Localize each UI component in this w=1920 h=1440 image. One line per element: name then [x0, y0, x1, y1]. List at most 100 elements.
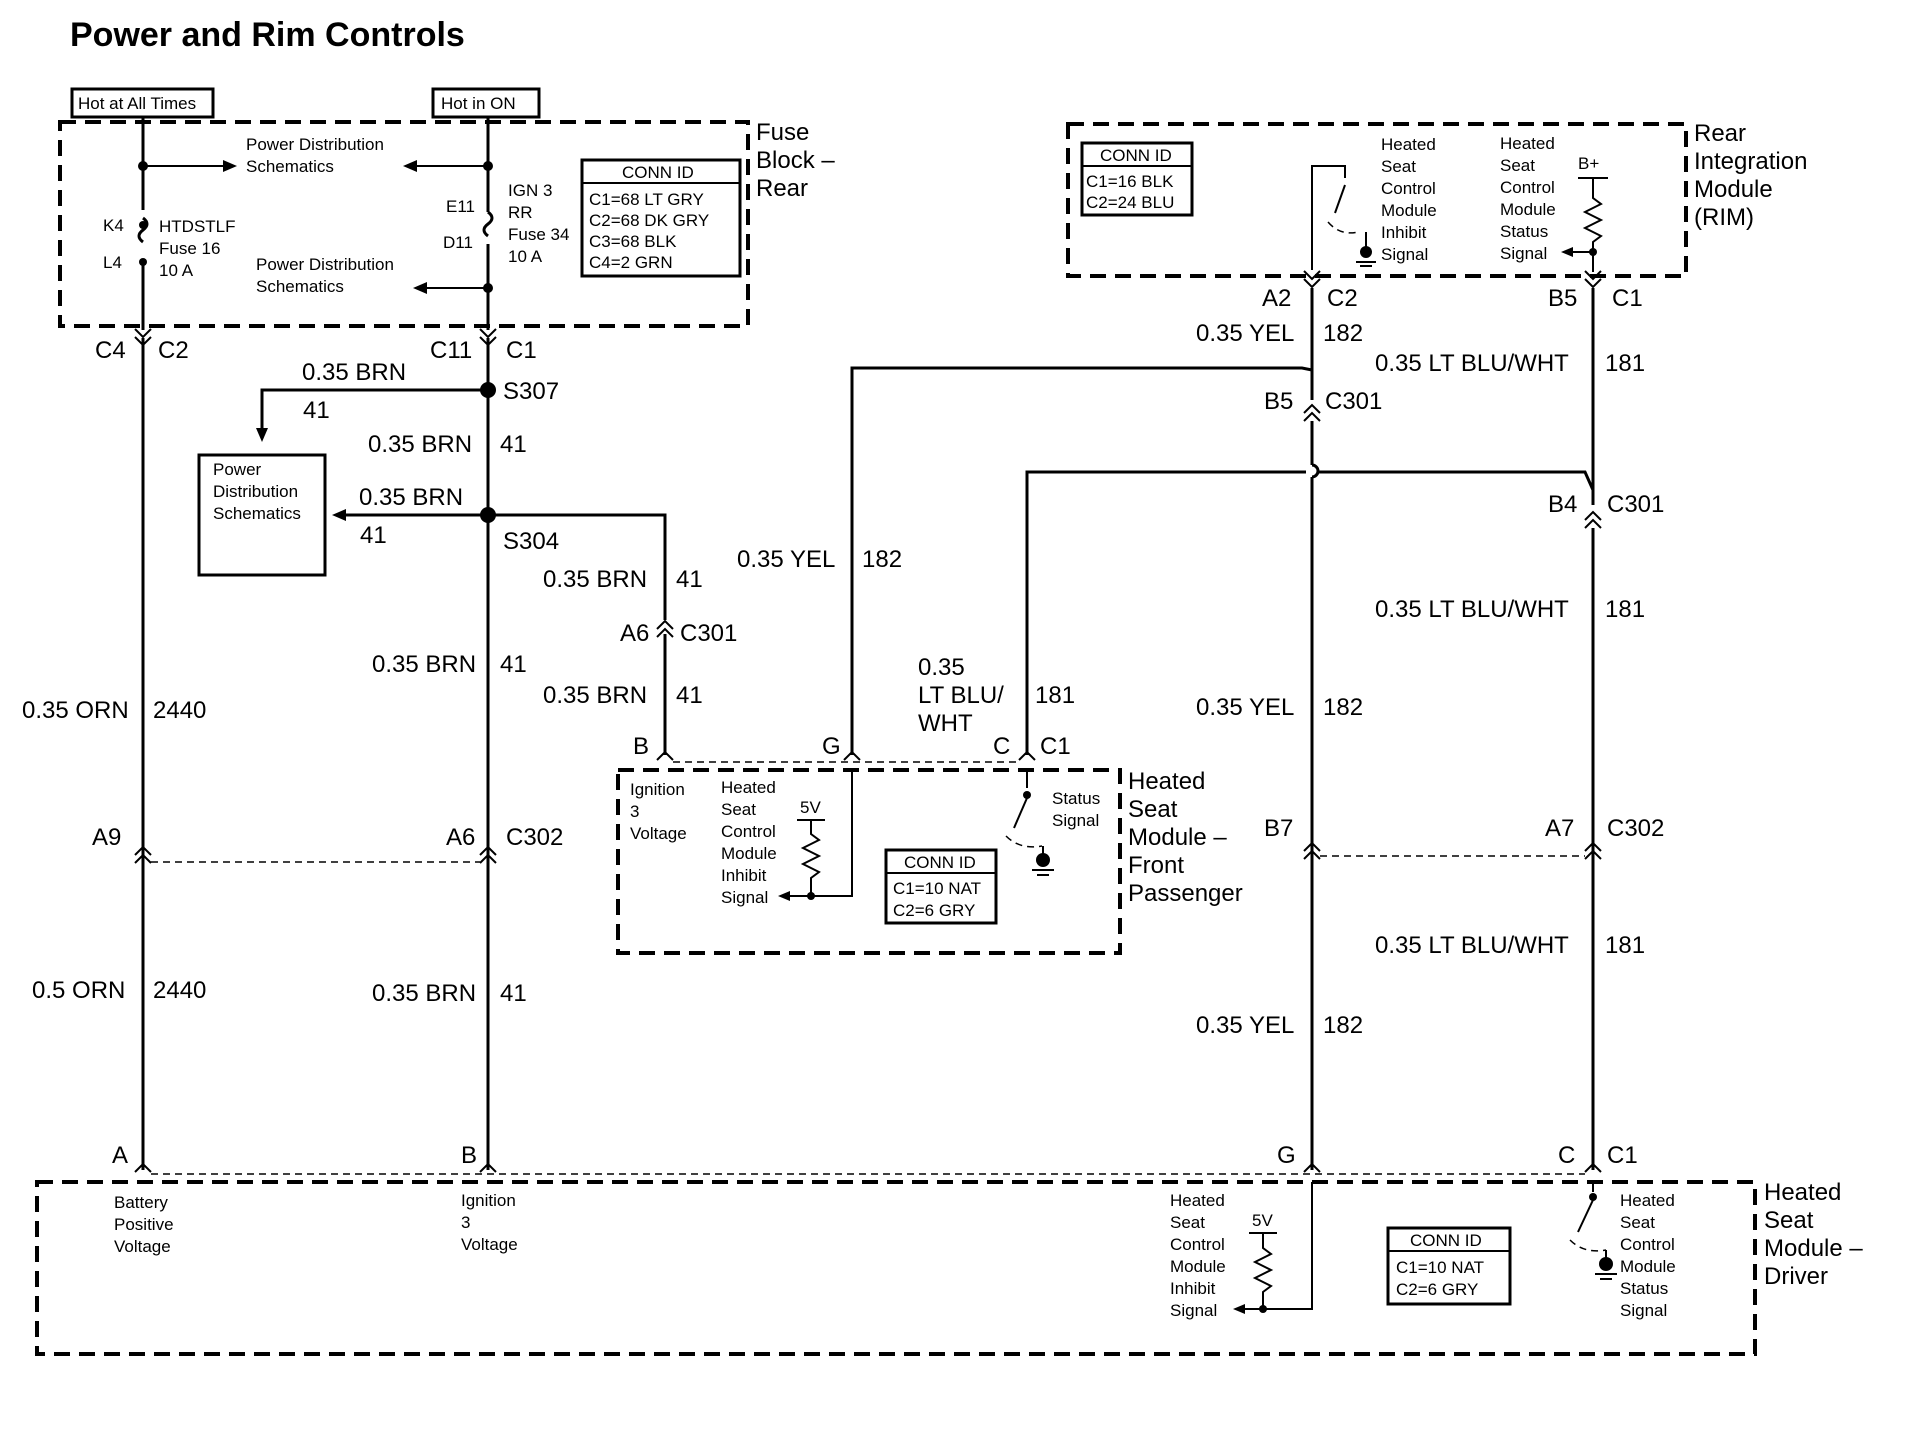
wire-brn-s304-color: 0.35 BRN	[359, 484, 463, 511]
wire-yel-a-color: 0.35 YEL	[1196, 320, 1294, 347]
conn-rim-b5-symbol	[1584, 270, 1602, 289]
conn-c301-a6-symbol	[656, 619, 674, 638]
power-distribution-box	[197, 453, 327, 577]
driver-status-1: Heated	[1620, 1191, 1675, 1210]
pin-g-driver: G	[1277, 1142, 1296, 1169]
driver-conn-id-title: CONN ID	[1410, 1231, 1482, 1250]
driver-status-ground	[1599, 1257, 1613, 1271]
pin-a6-c301: A6	[620, 620, 649, 647]
pin-a9: A9	[92, 824, 121, 851]
driver-conn-2: C2=6 GRY	[1396, 1280, 1478, 1299]
driver-ign-1: Ignition	[461, 1191, 516, 1210]
passenger-status-1: Status	[1052, 789, 1100, 808]
pin-b4: B4	[1548, 491, 1577, 518]
pin-c-driver: C	[1558, 1142, 1575, 1169]
wire-orn-a-color: 0.35 ORN	[22, 697, 129, 724]
driver-status-5: Status	[1620, 1279, 1668, 1298]
arrow-s304-left	[332, 509, 346, 521]
passenger-name-1: Heated	[1128, 768, 1205, 795]
conn-c301-c: C301	[680, 620, 737, 647]
passenger-name-3: Module –	[1128, 824, 1227, 851]
hot-in-on-box	[431, 87, 541, 119]
wire-orn-b-ckt: 2440	[153, 977, 206, 1004]
fuse-block-name-1: Fuse	[756, 119, 809, 146]
passenger-status-2: Signal	[1052, 811, 1099, 830]
wire-blu-a-ckt: 181	[1605, 350, 1645, 377]
passenger-inhibit-wire	[790, 770, 853, 897]
pin-l4: L4	[103, 253, 122, 272]
driver-status-2: Seat	[1620, 1213, 1655, 1232]
wire-brn-e-ckt: 41	[500, 980, 527, 1007]
wire-blu-d-line1: 0.35	[918, 654, 965, 681]
conn-c302-b7-symbol	[1303, 841, 1321, 860]
driver-status-switch	[1577, 1199, 1594, 1233]
fuse-block-enclosure	[58, 120, 750, 328]
conn-c301-b5-symbol	[1303, 403, 1321, 422]
driver-inhibit-5: Inhibit	[1170, 1279, 1216, 1298]
driver-name-2: Seat	[1764, 1207, 1814, 1234]
conn-c302-left: C302	[506, 824, 563, 851]
passenger-5v: 5V	[800, 798, 821, 817]
driver-5v: 5V	[1252, 1211, 1273, 1230]
passenger-status-ground	[1036, 853, 1050, 867]
wire-brn-s307-color: 0.35 BRN	[302, 359, 406, 386]
rim-status-label-3: Control	[1500, 178, 1555, 197]
passenger-conn-id-title: CONN ID	[904, 853, 976, 872]
wire-orn-a-ckt: 2440	[153, 697, 206, 724]
wire-blu-d-ckt: 181	[1035, 682, 1075, 709]
pin-c11: C11	[430, 337, 472, 364]
pin-k4-dot	[139, 221, 147, 229]
passenger-ign-2: 3	[630, 802, 639, 821]
passenger-name-2: Seat	[1128, 796, 1178, 823]
conn-c301-a: C301	[1325, 388, 1382, 415]
pin-g-passenger: G	[822, 733, 841, 760]
wire-crossover	[1311, 463, 1320, 479]
fuse34-label-4: 10 A	[508, 247, 543, 266]
pin-c2-left: C2	[158, 337, 189, 364]
pin-c-passenger: C	[993, 733, 1010, 760]
wire-blu-d-line2: LT BLU/	[918, 682, 1004, 709]
wire-brn-a-color: 0.35 BRN	[368, 431, 472, 458]
wire-blu-181-passenger	[1025, 470, 1306, 755]
hot-in-on-label: Hot in ON	[441, 94, 516, 113]
wire-brn-d-color: 0.35 BRN	[372, 651, 476, 678]
conn-c11-symbol	[479, 328, 497, 347]
pin-b7: B7	[1264, 815, 1293, 842]
fuse-34-symbol	[482, 210, 494, 238]
rim-inhibit-label-1: Heated	[1381, 135, 1436, 154]
driver-bat-1: Battery	[114, 1193, 168, 1212]
wire-blu-d-line3: WHT	[918, 710, 973, 737]
conn-c302-a9-symbol	[134, 845, 152, 864]
pd-box-line1: Power	[213, 460, 262, 479]
rim-conn-id-box	[1080, 141, 1194, 217]
driver-bat-3: Voltage	[114, 1237, 171, 1256]
pd-arrow-2-head	[403, 160, 417, 172]
pin-c1-left: C1	[506, 337, 537, 364]
rim-inhibit-label-2: Seat	[1381, 157, 1416, 176]
passenger-inhibit-4: Module	[721, 844, 777, 863]
pd-arrow-3-head	[413, 282, 427, 294]
wire-yel-b-ckt: 182	[862, 546, 902, 573]
fuse16-label-1: HTDSTLF	[159, 217, 236, 236]
conn-c302-right: C302	[1607, 815, 1664, 842]
driver-inhibit-wire	[1245, 1182, 1313, 1310]
fuse34-label-2: RR	[508, 203, 533, 222]
passenger-pullup-resistor	[800, 820, 822, 896]
wire-orn-b-color: 0.5 ORN	[32, 977, 125, 1004]
rim-pullup-resistor	[1582, 178, 1604, 272]
wire-brn-e-color: 0.35 BRN	[372, 980, 476, 1007]
passenger-inhibit-5: Inhibit	[721, 866, 767, 885]
pin-l4-dot	[139, 258, 147, 266]
rim-status-label-6: Signal	[1500, 244, 1547, 263]
rim-bplus: B+	[1578, 154, 1599, 173]
wire-brn-s304-ckt: 41	[360, 522, 387, 549]
rim-status-label-5: Status	[1500, 222, 1548, 241]
conn-c301-b: C301	[1607, 491, 1664, 518]
wire-yel-d-color: 0.35 YEL	[1196, 1012, 1294, 1039]
fuse-block-name-2: Block –	[756, 147, 835, 174]
fuse16-label-3: 10 A	[159, 261, 194, 280]
pin-c4: C4	[95, 337, 126, 364]
passenger-conn-1: C1=10 NAT	[893, 879, 981, 898]
pd-2-line2: Schematics	[256, 277, 344, 296]
